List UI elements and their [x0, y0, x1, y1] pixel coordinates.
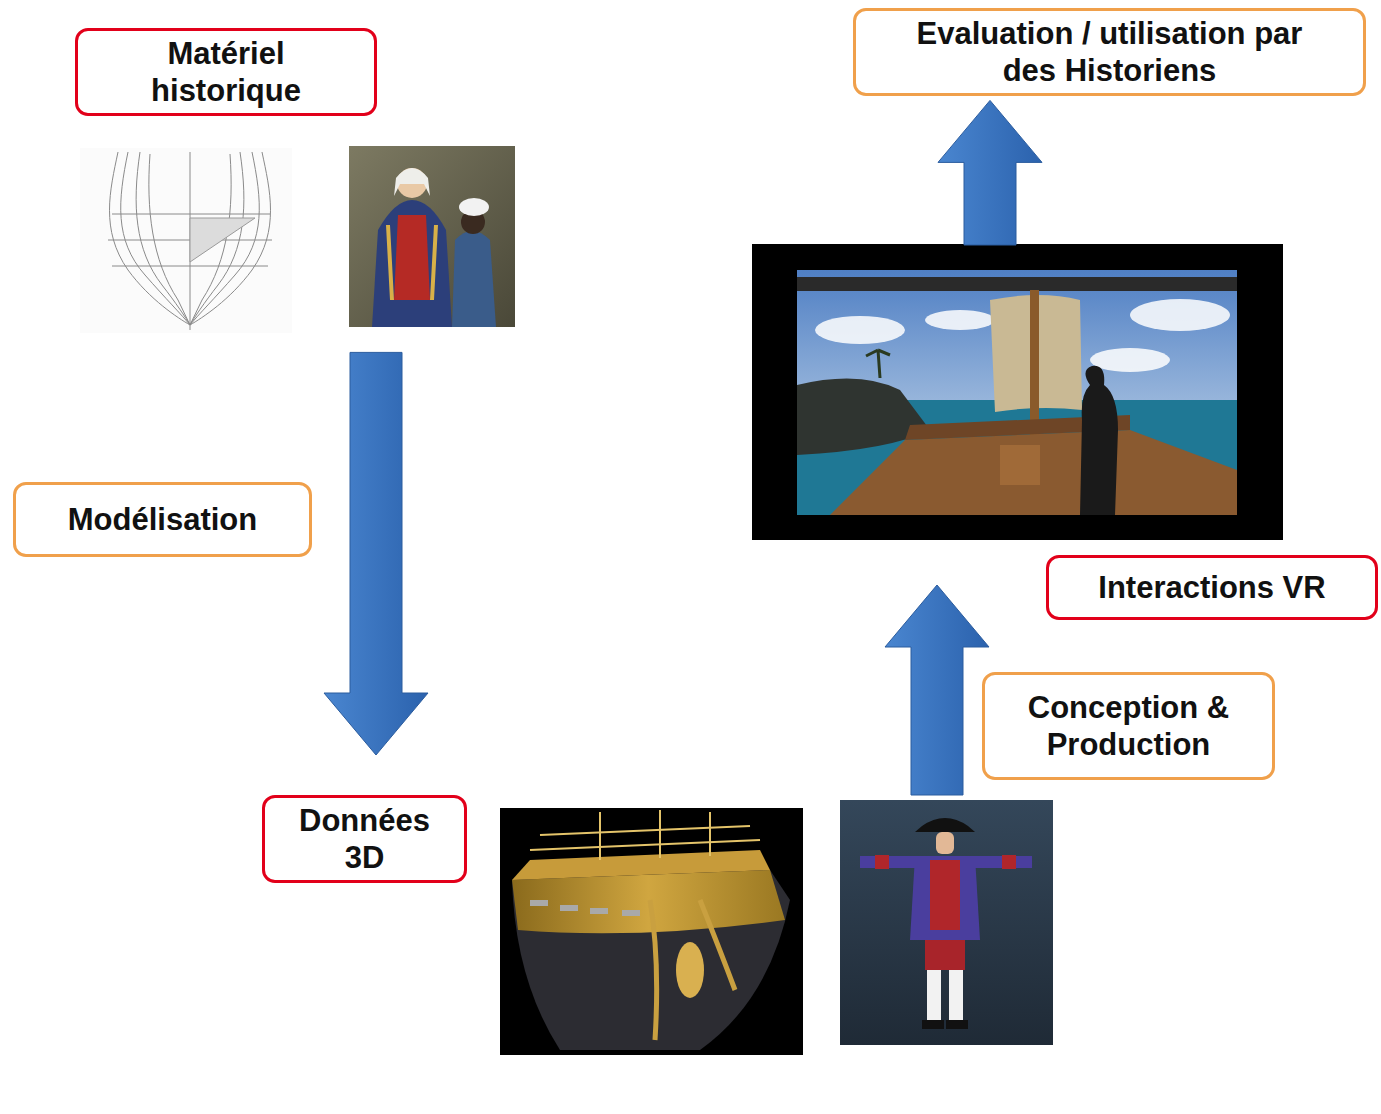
palm-tree [866, 350, 890, 378]
render-ground [500, 808, 803, 1055]
stocking [949, 970, 963, 1020]
cannons [622, 910, 640, 916]
deck [512, 850, 770, 880]
left-arm [860, 856, 920, 868]
text-box: Conception & Production [982, 672, 1275, 780]
tricorn-hat [915, 818, 975, 832]
breeches [925, 940, 965, 970]
text-box: Evaluation / utilisation par des Histori… [853, 8, 1366, 96]
block-arrow [324, 352, 428, 755]
cuff [875, 855, 889, 869]
cannons [530, 900, 640, 916]
box-label: Modélisation [68, 501, 257, 538]
red-waistcoat [394, 215, 430, 300]
railings [659, 810, 661, 858]
ship-3d-render [500, 808, 803, 1055]
frame-line [110, 152, 191, 325]
gold-braid [388, 225, 436, 300]
person-silhouette [1080, 366, 1118, 515]
railings [530, 840, 760, 850]
blue-coat [372, 200, 452, 327]
stocking [927, 970, 941, 1020]
railings [599, 812, 601, 860]
render-ground [840, 800, 1053, 1045]
clouds [1130, 299, 1230, 331]
water-line [112, 266, 268, 267]
frame-line [121, 152, 190, 325]
clouds [815, 316, 905, 344]
wig [394, 168, 430, 196]
deck [830, 430, 1237, 515]
servant-coat [452, 231, 496, 327]
text-box: Données 3D [262, 795, 467, 883]
shoe [922, 1020, 944, 1029]
box-label: Données 3D [279, 802, 450, 876]
frame-line [190, 152, 271, 325]
cannons [530, 900, 548, 906]
cannons [590, 908, 608, 914]
box-content: Matériel historique [92, 35, 360, 109]
right-arm [970, 856, 1032, 868]
cannons [560, 905, 578, 911]
stern-ornament [650, 900, 735, 1040]
railings [709, 812, 711, 856]
box-content: Conception & Production [999, 689, 1258, 763]
clouds [925, 310, 995, 330]
red-waistcoat [930, 860, 960, 930]
railings [530, 810, 760, 860]
text-box: Modélisation [13, 482, 312, 557]
text-box: Interactions VR [1046, 555, 1378, 620]
portrait-painting [349, 146, 515, 327]
box-label: Interactions VR [1098, 569, 1325, 606]
text-box: Matériel historique [75, 28, 377, 116]
lower-hull [512, 870, 790, 1050]
block-arrow [938, 100, 1042, 245]
turban [459, 198, 489, 216]
box-label: Conception & Production [999, 689, 1258, 763]
screen-frame [752, 244, 1283, 540]
shoe [946, 1020, 968, 1029]
vr-screenshot [752, 244, 1283, 540]
box-label: Matériel historique [92, 35, 360, 109]
railings [540, 826, 750, 835]
drawing-ground [80, 148, 292, 333]
box-content: Modélisation [68, 501, 257, 538]
screen-top-bar [797, 277, 1237, 291]
hatched-area [190, 218, 255, 262]
blue-coat [910, 856, 980, 940]
figurehead [676, 942, 704, 998]
painting-ground [349, 146, 515, 327]
sky [797, 270, 1237, 515]
water-line [112, 214, 270, 215]
head [936, 832, 954, 854]
character-3d-render [840, 800, 1053, 1045]
frame-line [136, 152, 190, 325]
box-content: Données 3D [279, 802, 450, 876]
crate [1000, 445, 1040, 485]
box-content: Evaluation / utilisation par des Histori… [896, 15, 1323, 89]
box-content: Interactions VR [1098, 569, 1325, 606]
frame-line [149, 154, 190, 325]
body-plan-drawing [80, 148, 292, 333]
box-label: Evaluation / utilisation par des Histori… [896, 15, 1323, 89]
block-arrow [885, 585, 989, 795]
frame-line [190, 152, 259, 325]
cuff [1002, 855, 1016, 869]
clouds [1090, 348, 1170, 372]
